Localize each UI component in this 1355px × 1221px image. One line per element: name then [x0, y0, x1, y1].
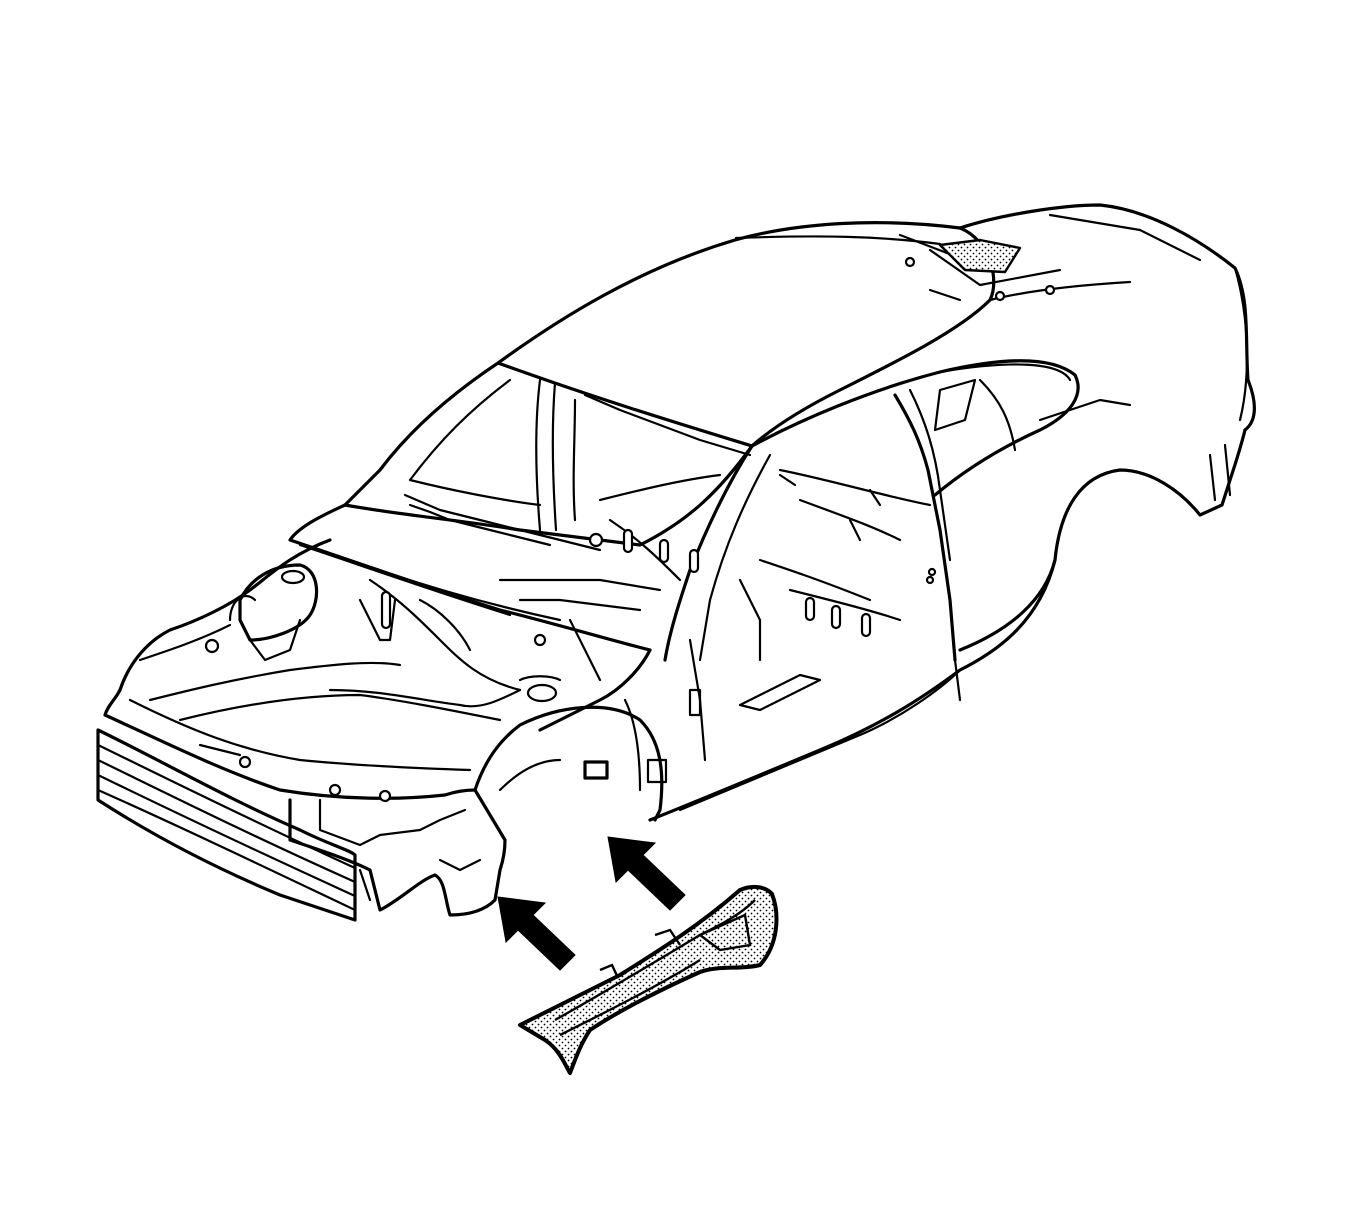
- frame-rail-front: [288, 788, 507, 917]
- cowl-panel: [288, 503, 652, 652]
- car-body-shell: [96, 203, 1256, 922]
- wheelhouse-right: [538, 648, 652, 732]
- radiator-support: [103, 688, 477, 800]
- front-wheel-arch: [473, 705, 664, 822]
- replacement-panel: [518, 884, 779, 1075]
- arrow-left: [497, 896, 576, 971]
- arrow-right: [607, 836, 686, 911]
- strut-tower-left: [238, 563, 319, 642]
- rear-deck: [958, 203, 1256, 432]
- b-pillar: [893, 393, 957, 662]
- rear-shelf-stipple: [938, 238, 1022, 274]
- rear-quarter-panel: [958, 428, 1247, 652]
- rocker-panel: [648, 558, 1057, 822]
